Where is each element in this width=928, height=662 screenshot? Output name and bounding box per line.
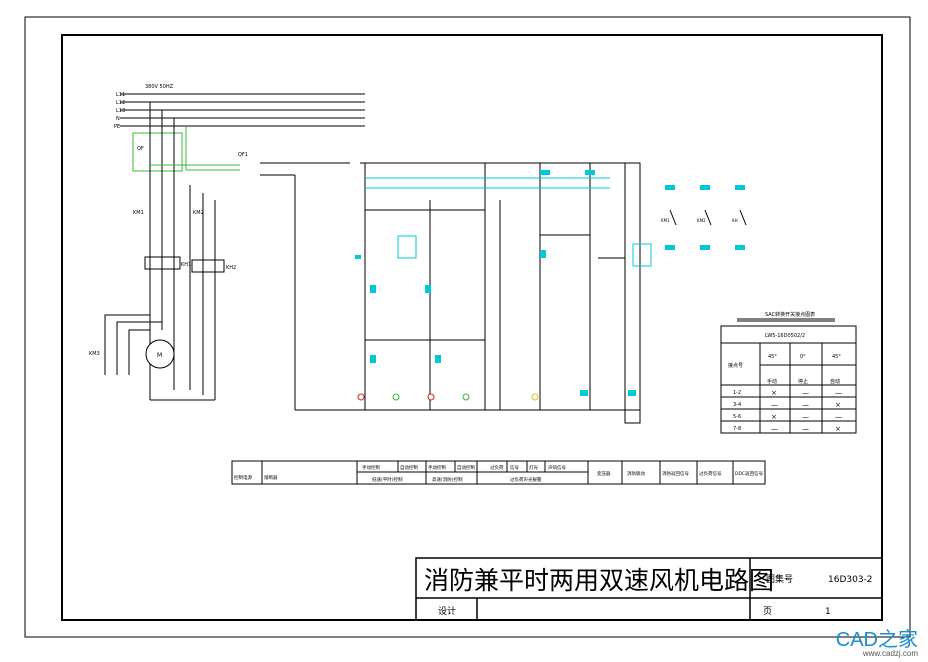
fn-bottom-2: 过负荷声光报警 bbox=[510, 476, 542, 483]
pos-0: 45° bbox=[768, 354, 777, 360]
kh1-label: KH1 bbox=[181, 262, 191, 268]
contact-state: — bbox=[802, 413, 809, 421]
contact-state: — bbox=[802, 389, 809, 397]
contact-state: — bbox=[771, 401, 778, 409]
contact-label: 3-4 bbox=[733, 402, 741, 408]
contactor-km1-label: KM1 bbox=[133, 210, 144, 216]
mode-2: 自动 bbox=[830, 378, 840, 385]
supply-bus bbox=[120, 93, 365, 127]
control-breaker-label: QF1 bbox=[238, 152, 248, 158]
switch-table bbox=[720, 325, 857, 434]
fn-top-0: 手动控制 bbox=[362, 464, 380, 471]
control-signal-lines bbox=[365, 177, 610, 189]
contact-header: 接点号 bbox=[728, 362, 743, 369]
fn-top-6: 灯光 bbox=[529, 464, 538, 471]
page-label: 页 bbox=[763, 606, 772, 617]
signal-km2: KM2 bbox=[697, 218, 706, 223]
inner-frame bbox=[61, 34, 883, 621]
page-value: 1 bbox=[825, 607, 831, 617]
phase-l11: L11 bbox=[116, 92, 125, 98]
fn-right-3: 过负荷信号 bbox=[699, 470, 722, 477]
pos-2: 45° bbox=[832, 354, 841, 360]
fn-bottom-0: 低速(平时)控制 bbox=[372, 476, 403, 483]
phase-pe: PE bbox=[114, 124, 120, 130]
motor-symbol bbox=[145, 339, 175, 369]
mode-1: 停止 bbox=[798, 378, 808, 385]
fn-right-2: 消防返回信号 bbox=[662, 470, 689, 477]
fn-top-1: 自动控制 bbox=[400, 464, 418, 471]
fn-top-5: 信号 bbox=[510, 464, 519, 471]
atlas-value: 16D303-2 bbox=[828, 575, 873, 585]
phase-l12: L12 bbox=[116, 100, 125, 106]
title-block bbox=[415, 557, 883, 621]
contact-state: — bbox=[835, 413, 842, 421]
phase-n: N bbox=[116, 116, 120, 122]
contactor-km2-label: KM2 bbox=[193, 210, 204, 216]
drawing-title: 消防兼平时两用双速风机电路图 bbox=[424, 566, 774, 595]
switch-table-title: SAC转换开关接点图表 bbox=[765, 311, 815, 318]
atlas-label: 图集号 bbox=[766, 573, 793, 585]
switch-model: LW5-16D0502/2 bbox=[765, 333, 805, 339]
contact-label: 5-6 bbox=[733, 414, 741, 420]
phase-l13: L13 bbox=[116, 108, 125, 114]
signal-km1: KM1 bbox=[661, 218, 670, 223]
fn-top-2: 手动控制 bbox=[428, 464, 446, 471]
fn-fuse: 熔断器 bbox=[264, 474, 278, 481]
fn-bottom-1: 高速(消防)控制 bbox=[432, 476, 463, 483]
fn-top-4: 过负荷 bbox=[490, 464, 504, 471]
contact-state: × bbox=[771, 413, 777, 421]
thermal-relay-1 bbox=[144, 256, 181, 270]
fn-top-7: 声响信号 bbox=[548, 464, 566, 471]
fn-top-3: 自动控制 bbox=[457, 464, 475, 471]
main-breaker-box bbox=[132, 132, 183, 172]
function-table bbox=[231, 460, 766, 485]
contact-label: 7-8 bbox=[733, 426, 741, 432]
contact-state: × bbox=[835, 425, 841, 433]
pos-1: 0° bbox=[800, 354, 806, 360]
contact-state: — bbox=[771, 425, 778, 433]
contact-state: — bbox=[835, 389, 842, 397]
contact-state: × bbox=[771, 389, 777, 397]
contact-state: — bbox=[802, 425, 809, 433]
contact-state: × bbox=[835, 401, 841, 409]
fn-right-1: 消防联动 bbox=[627, 470, 645, 477]
contact-state: — bbox=[802, 401, 809, 409]
signal-kh: KH bbox=[732, 218, 738, 223]
contact-label: 1-2 bbox=[733, 390, 741, 396]
mode-0: 手动 bbox=[767, 378, 777, 385]
control-circuit bbox=[295, 162, 641, 424]
design-label: 设计 bbox=[438, 605, 456, 617]
outer-frame bbox=[24, 16, 911, 638]
contactor-km3-label: KM3 bbox=[89, 351, 100, 357]
supply-label: 380V 50HZ bbox=[145, 84, 174, 90]
kh2-label: KH2 bbox=[226, 265, 236, 271]
main-breaker-label: QF bbox=[137, 146, 144, 152]
thermal-relay-2 bbox=[191, 259, 225, 273]
fn-right-4: DDC返回信号 bbox=[735, 470, 764, 477]
indicator-lamps bbox=[357, 393, 539, 401]
fn-right-0: 变压器 bbox=[597, 470, 611, 477]
fn-control-power: 控制电源 bbox=[234, 474, 252, 481]
motor-label: M bbox=[157, 352, 162, 359]
component-tags bbox=[355, 170, 745, 396]
